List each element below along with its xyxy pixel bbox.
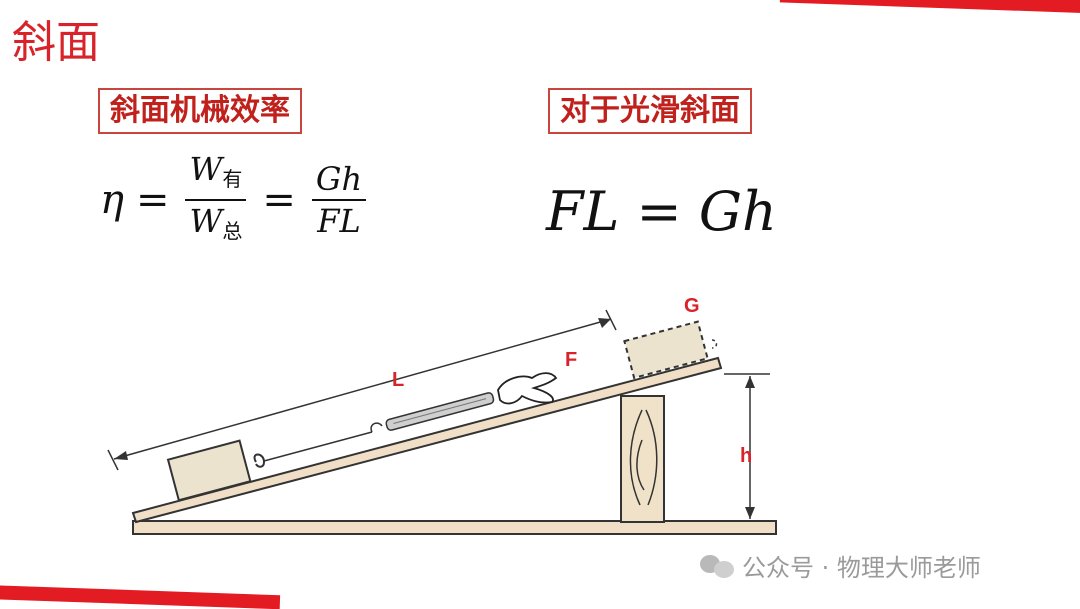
label-h: h	[740, 445, 752, 467]
equals-sign-2: =	[262, 177, 296, 223]
wechat-icon	[700, 553, 736, 579]
total-work: W总	[189, 202, 243, 243]
label-L: L	[392, 369, 404, 391]
thread	[263, 431, 373, 462]
block-top-dashed	[623, 320, 709, 380]
base-board	[132, 520, 777, 535]
smooth-incline-formula: FL = Gh	[546, 180, 777, 243]
length-tick-right	[605, 309, 617, 331]
efficiency-label: 斜面机械效率	[98, 88, 302, 134]
work-ratio-fraction: W有 W总	[185, 149, 247, 251]
scale-hook	[370, 422, 383, 433]
block-hook	[253, 453, 266, 468]
smooth-incline-label: 对于光滑斜面	[548, 88, 752, 134]
spring-scale	[385, 392, 495, 431]
watermark: 公众号 · 物理大师老师	[700, 548, 981, 583]
block-bottom	[166, 439, 252, 502]
length-dimension-line	[113, 318, 612, 460]
fl-denominator: FL	[317, 202, 361, 240]
length-arrow-right	[598, 318, 611, 328]
length-arrow-left	[114, 451, 128, 460]
efficiency-formula: η = W有 W总 = Gh FL	[100, 150, 370, 250]
fraction-bar	[311, 199, 367, 201]
inclined-board	[131, 356, 723, 524]
label-F: F	[565, 349, 577, 371]
watermark-text: 公众号 · 物理大师老师	[742, 554, 981, 582]
slide-title: 斜面	[12, 17, 100, 68]
useful-work: W有	[189, 150, 243, 191]
hand-icon	[497, 372, 558, 405]
eta-symbol: η	[100, 177, 124, 223]
wood-support	[620, 395, 665, 523]
wood-grain	[629, 409, 658, 506]
height-arrow-bottom	[745, 507, 755, 519]
height-arrow-top	[745, 376, 755, 388]
top-hook-dashed	[711, 339, 718, 349]
label-G: G	[684, 295, 700, 317]
gh-numerator: Gh	[315, 160, 363, 198]
length-tick-left	[107, 449, 119, 471]
gh-over-fl-fraction: Gh FL	[311, 159, 367, 241]
equals-sign-1: =	[135, 177, 170, 223]
fraction-bar	[185, 199, 247, 201]
